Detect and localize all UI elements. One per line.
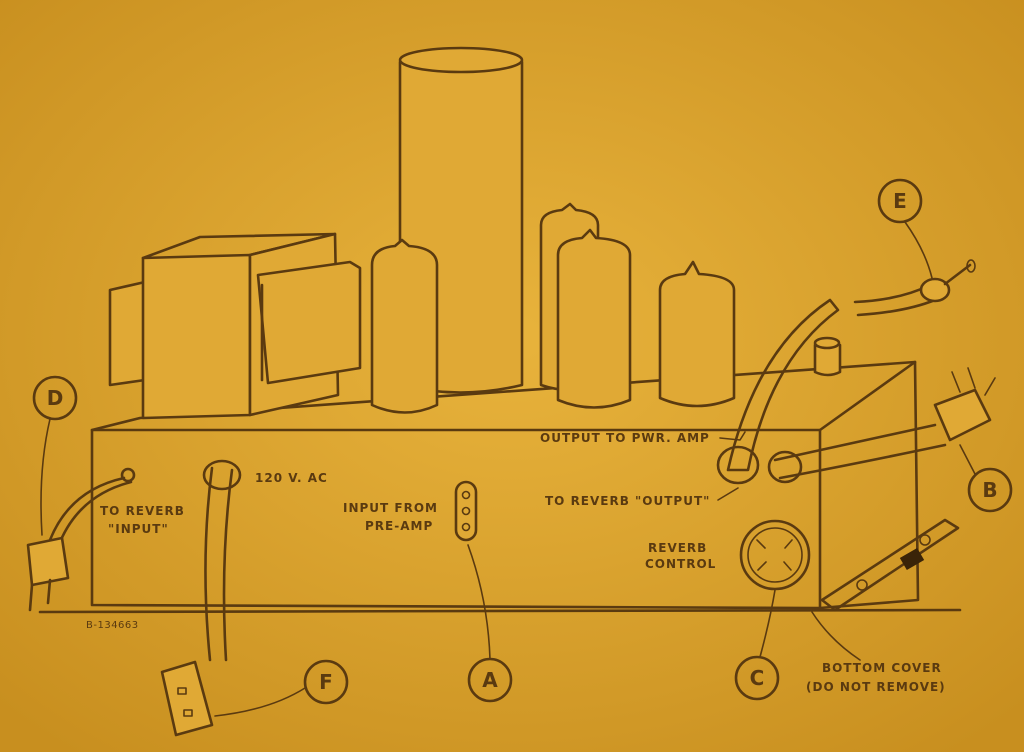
callout-a-letter: A xyxy=(482,668,498,692)
callout-f-letter: F xyxy=(319,670,333,694)
callout-d-letter: D xyxy=(47,386,64,410)
label-to-reverb-input-line1: TO REVERB xyxy=(100,504,185,518)
leader-to-reverb-output xyxy=(717,487,739,501)
label-output-to-pwr-amp: OUTPUT TO PWR. AMP xyxy=(540,431,710,445)
leader-bottom-cover xyxy=(811,611,861,661)
cable-grommets xyxy=(716,445,803,485)
mains-cable-f xyxy=(160,459,242,737)
chassis xyxy=(38,360,962,614)
label-reverb-control-line2: CONTROL xyxy=(645,557,716,571)
vacuum-tube-1 xyxy=(370,238,439,414)
bottom-cover-plate xyxy=(820,518,960,612)
power-cable-b xyxy=(773,367,996,480)
callout-e: E xyxy=(877,178,933,279)
label-bottom-cover-line1: BOTTOM COVER xyxy=(822,661,942,675)
label-input-from-line2: PRE-AMP xyxy=(365,519,433,533)
callout-c: C xyxy=(734,589,780,701)
callout-e-letter: E xyxy=(893,189,907,213)
callout-b: B xyxy=(959,444,1013,513)
label-120v-ac: 120 V. AC xyxy=(255,471,328,485)
callout-a: A xyxy=(467,544,513,703)
label-to-reverb-input-line2: "INPUT" xyxy=(108,522,169,536)
reverb-control-socket xyxy=(739,519,811,591)
transformer xyxy=(108,232,362,420)
vacuum-tube-3 xyxy=(556,228,632,409)
top-knob xyxy=(813,336,842,377)
vacuum-tube-4 xyxy=(658,260,736,408)
callout-c-letter: C xyxy=(750,666,765,690)
label-bottom-cover-line2: (DO NOT REMOVE) xyxy=(806,680,946,694)
label-input-from-line1: INPUT FROM xyxy=(343,501,438,515)
callout-f: F xyxy=(214,659,349,717)
callout-b-letter: B xyxy=(982,478,997,502)
preamp-input-jack xyxy=(454,480,478,542)
leader-output-to-pwr-amp xyxy=(719,431,746,441)
reverb-input-cable-d xyxy=(26,467,136,612)
output-cable-e xyxy=(726,259,976,472)
label-part-number: B-134663 xyxy=(86,620,139,631)
label-reverb-control-line1: REVERB xyxy=(648,541,707,555)
label-to-reverb-output: TO REVERB "OUTPUT" xyxy=(545,494,710,508)
callout-d: D xyxy=(32,375,78,536)
